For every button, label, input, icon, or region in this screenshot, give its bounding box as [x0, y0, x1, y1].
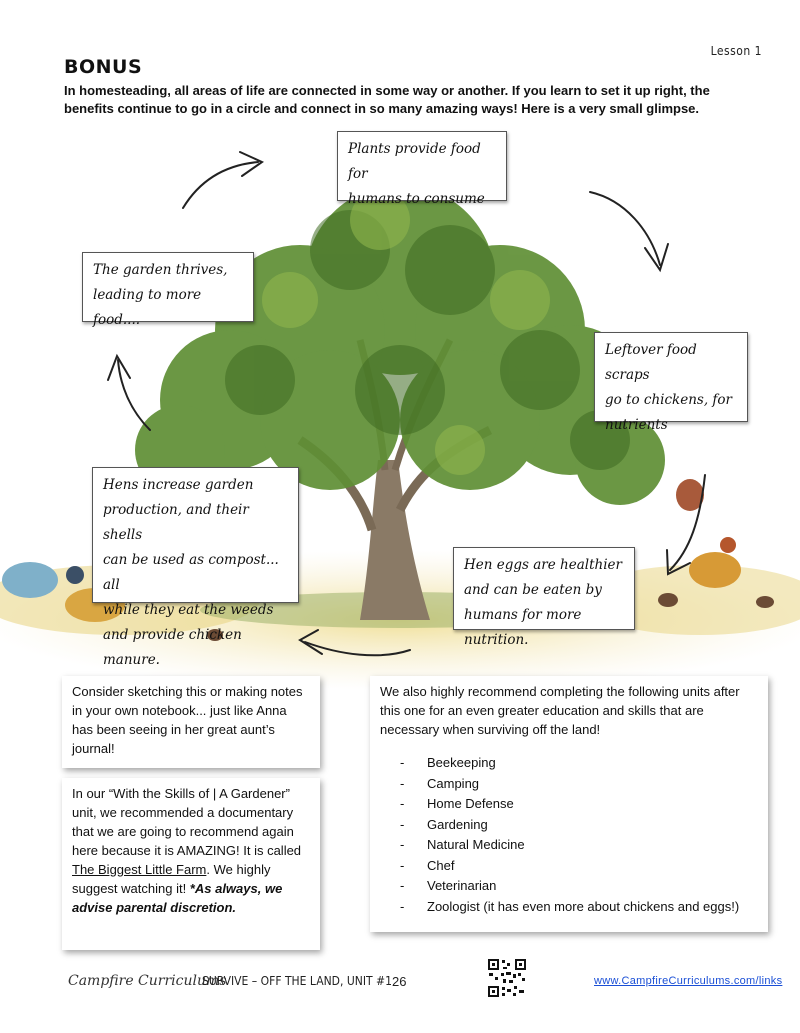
list-item: -Home Defense	[400, 796, 514, 811]
note-line: and can be eaten by	[464, 582, 602, 598]
footer-title: SURVIVE – OFF THE LAND, UNIT #1	[202, 974, 392, 988]
film-title: The Biggest Little Farm	[72, 862, 207, 877]
note-line: humans for more nutrition.	[464, 607, 582, 648]
sketch-text: Consider sketching this or making notes …	[72, 684, 303, 756]
note-line: leading to more food....	[93, 287, 202, 328]
note-line: go to chickens, for	[605, 392, 732, 408]
note-line: humans to consume	[348, 191, 485, 207]
note-garden: The garden thrives, leading to more food…	[82, 252, 254, 328]
note-line: Leftover food scraps	[605, 342, 697, 383]
documentary-box: In our “With the Skills of | A Gardener”…	[62, 778, 320, 950]
campfire-logo: Campfire Curriculums	[68, 973, 227, 989]
note-line: and provide chicken manure.	[103, 627, 242, 668]
units-box: We also highly recommend completing the …	[370, 676, 768, 932]
note-line: while they eat the weeds	[103, 602, 274, 618]
units-list: -Beekeeping -Camping -Home Defense -Gard…	[380, 753, 758, 917]
page-number: 26	[392, 974, 407, 989]
chicken-illustrations	[2, 479, 774, 641]
note-line: production, and their shells	[103, 502, 249, 543]
note-line: The garden thrives,	[93, 262, 228, 278]
lesson-label: Lesson 1	[710, 44, 762, 58]
note-line: Hen eggs are healthier	[464, 557, 622, 573]
sketch-box: Consider sketching this or making notes …	[62, 676, 320, 768]
page-title: BONUS	[64, 56, 143, 78]
units-intro: We also highly recommend completing the …	[380, 684, 740, 737]
list-item: -Gardening	[400, 816, 488, 832]
intro-text: In homesteading, all areas of life are c…	[64, 83, 710, 116]
note-plants: Plants provide food for humans to consum…	[337, 131, 507, 207]
documentary-text-end: . We highly suggest watching it!	[72, 862, 271, 896]
note-hens: Hens increase garden production, and the…	[92, 467, 299, 668]
note-scraps: Leftover food scraps go to chickens, for…	[594, 332, 748, 433]
list-item: -Camping	[400, 775, 480, 791]
list-item: -Zoologist (it has even more about chick…	[400, 898, 740, 914]
tree-illustration	[0, 151, 800, 690]
list-item: -Natural Medicine	[400, 837, 525, 852]
list-item: -Chef	[400, 857, 455, 873]
list-item: -Beekeeping	[400, 755, 496, 770]
list-item: -Veterinarian	[400, 878, 497, 893]
parental-advice: *As always, we advise parental discretio…	[72, 881, 283, 915]
note-eggs: Hen eggs are healthier and can be eaten …	[453, 547, 635, 648]
note-line: can be used as compost... all	[103, 552, 279, 593]
documentary-text: In our “With the Skills of | A Gardener”…	[72, 786, 302, 858]
footer-link[interactable]: www.CampfireCurriculums.com/links	[594, 975, 783, 987]
note-line: nutrients	[605, 417, 668, 433]
note-line: Plants provide food for	[348, 141, 481, 182]
qr-code-icon[interactable]	[487, 958, 527, 998]
note-line: Hens increase garden	[103, 477, 254, 493]
